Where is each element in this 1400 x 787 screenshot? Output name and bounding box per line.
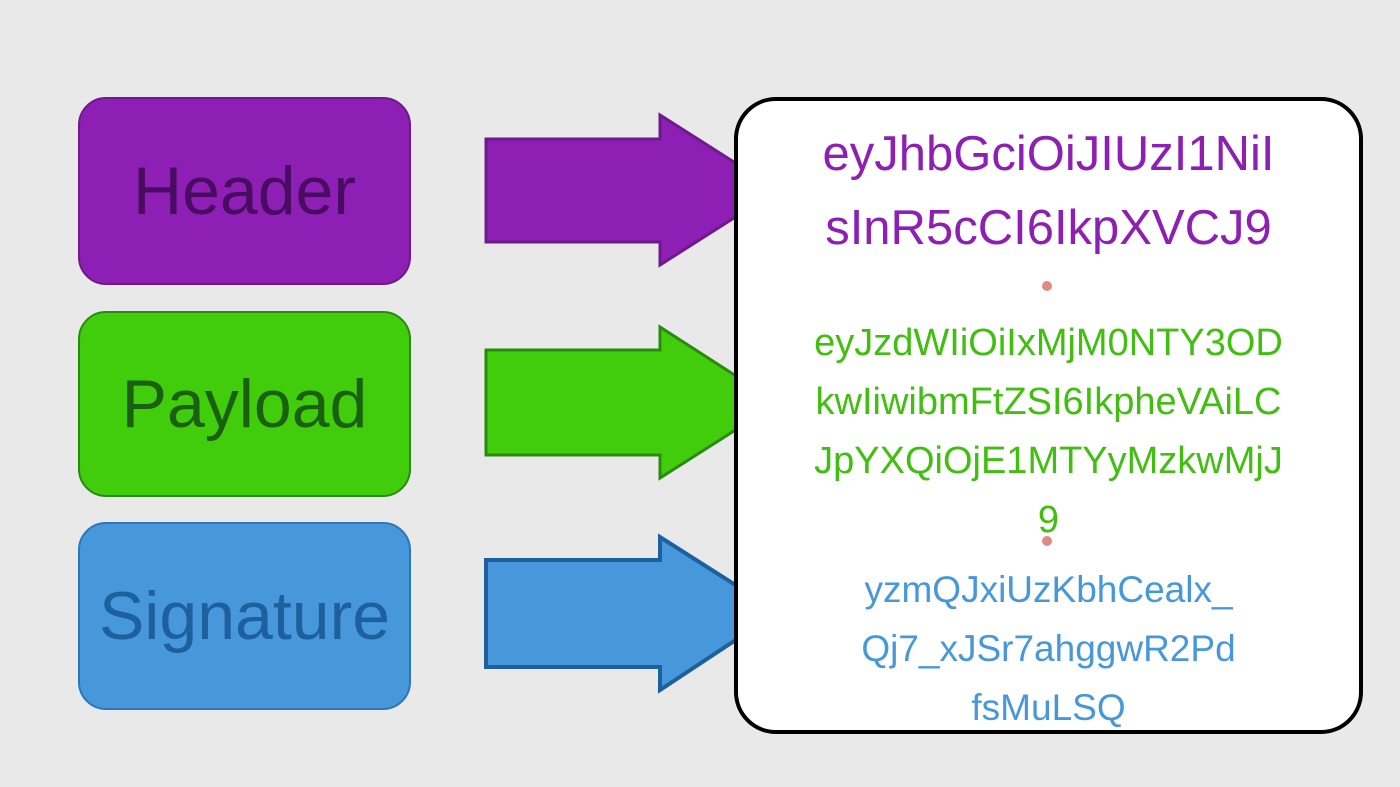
payload-arrow-icon — [484, 324, 781, 481]
header-arrow-icon — [484, 112, 781, 268]
token-signature-segment: yzmQJxiUzKbhCealx_ Qj7_xJSr7ahggwR2Pd fs… — [738, 560, 1359, 737]
signature-arrow-icon — [484, 533, 782, 694]
token-header-line: sInR5cCI6IkpXVCJ9 — [825, 201, 1272, 255]
signature-label: Signature — [98, 578, 391, 654]
token-signature-line: yzmQJxiUzKbhCealx_ — [864, 569, 1233, 610]
encoded-token-panel: eyJhbGciOiJIUzI1NiI sInR5cCI6IkpXVCJ9 ey… — [734, 97, 1363, 734]
token-payload-line: 9 — [1037, 499, 1060, 541]
payload-label-box: Payload — [78, 311, 411, 497]
separator-dot — [1042, 281, 1052, 291]
token-payload-line: JpYXQiOjE1MTYyMzkwMjJ — [814, 440, 1283, 482]
signature-label-box: Signature — [78, 522, 411, 710]
header-label-box: Header — [78, 97, 411, 285]
token-header-line: eyJhbGciOiJIUzI1NiI — [822, 127, 1275, 181]
token-payload-segment: eyJzdWIiOiIxMjM0NTY3OD kwIiwibmFtZSI6Ikp… — [738, 314, 1359, 550]
token-payload-line: eyJzdWIiOiIxMjM0NTY3OD — [814, 322, 1283, 364]
header-label: Header — [132, 153, 357, 229]
separator-dot — [1042, 536, 1052, 546]
token-header-segment: eyJhbGciOiJIUzI1NiI sInR5cCI6IkpXVCJ9 — [738, 117, 1359, 265]
token-signature-line: Qj7_xJSr7ahggwR2Pd — [861, 628, 1236, 669]
token-signature-line: fsMuLSQ — [971, 687, 1126, 728]
token-payload-line: kwIiwibmFtZSI6IkpheVAiLC — [815, 381, 1282, 423]
payload-label: Payload — [121, 366, 368, 442]
